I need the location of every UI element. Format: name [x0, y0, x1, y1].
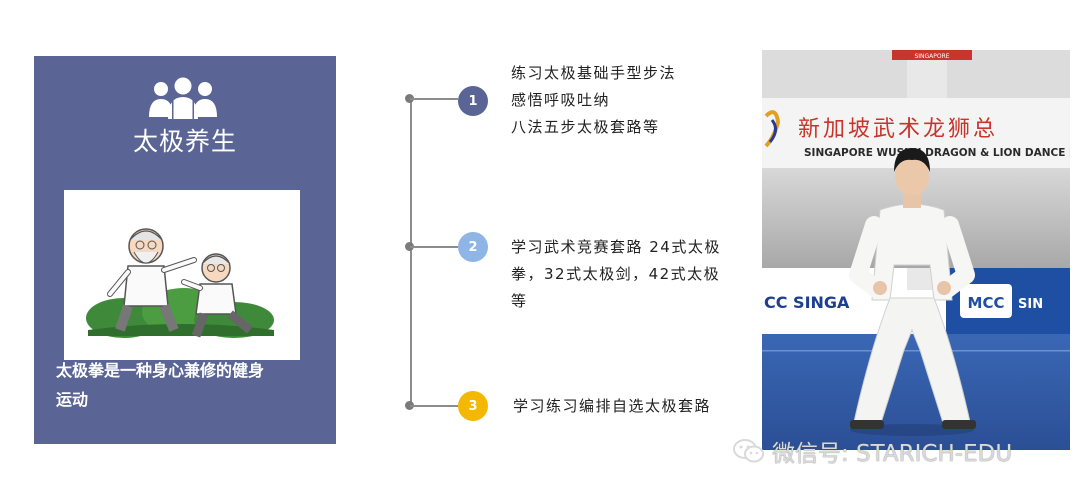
timeline-dot-1	[405, 94, 414, 103]
card-caption-line-2: 运动	[56, 390, 89, 409]
step-number-badge-2: 2	[458, 232, 488, 262]
banner-chinese-text: 新加坡武术龙狮总	[798, 117, 998, 142]
timeline-connector-3	[410, 405, 458, 407]
step-3-line-1: 学习练习编排自选太极套路	[513, 397, 712, 415]
board-right-logo: MCC	[968, 294, 1005, 312]
timeline-dot-3	[405, 401, 414, 410]
card-title: 太极养生	[132, 127, 237, 156]
taichi-performer-photo: SINGAPORE 新加坡武术龙狮总 SINGAPORE WUSHU DRAGO…	[762, 50, 1070, 450]
step-2-text: 学习武术竞赛套路 24式太极 拳，32式太极剑，42式太极 等	[511, 234, 721, 315]
elderly-taichi-illustration	[64, 190, 300, 360]
group-people-icon	[149, 77, 217, 119]
taichi-card: 太极养生	[34, 56, 336, 444]
step-1-line-1: 练习太极基础手型步法	[511, 64, 677, 82]
board-left-text: CC SINGA	[764, 293, 850, 312]
wechat-icon	[733, 439, 764, 463]
top-tag-text: SINGAPORE	[914, 53, 949, 60]
card-caption: 太极拳是一种身心兼修的健身 运动	[56, 356, 326, 414]
timeline-connector-2	[410, 246, 458, 248]
watermark-text: 微信号: STARICH-EDU	[772, 441, 1013, 467]
wechat-watermark: 微信号: STARICH-EDU	[732, 434, 1012, 468]
step-number-badge-1: 1	[458, 86, 488, 116]
timeline-dot-2	[405, 242, 414, 251]
step-1-line-3: 八法五步太极套路等	[511, 118, 660, 136]
step-2-line-1: 学习武术竞赛套路 24式太极	[511, 238, 721, 256]
step-2-line-2: 拳，32式太极剑，42式太极	[511, 265, 721, 283]
timeline-connector-1	[410, 98, 458, 100]
card-caption-line-1: 太极拳是一种身心兼修的健身	[56, 361, 265, 380]
step-2-line-3: 等	[511, 292, 528, 310]
step-1-text: 练习太极基础手型步法 感悟呼吸吐纳 八法五步太极套路等	[511, 60, 676, 141]
step-3-text: 学习练习编排自选太极套路	[513, 393, 711, 420]
step-1-line-2: 感悟呼吸吐纳	[511, 91, 611, 109]
timeline-vertical-line	[410, 98, 412, 407]
banner-english-text: SINGAPORE WUSHU DRAGON & LION DANCE FEDE	[804, 147, 1070, 159]
step-number-badge-3: 3	[458, 391, 488, 421]
board-right-text: SIN	[1018, 297, 1043, 312]
